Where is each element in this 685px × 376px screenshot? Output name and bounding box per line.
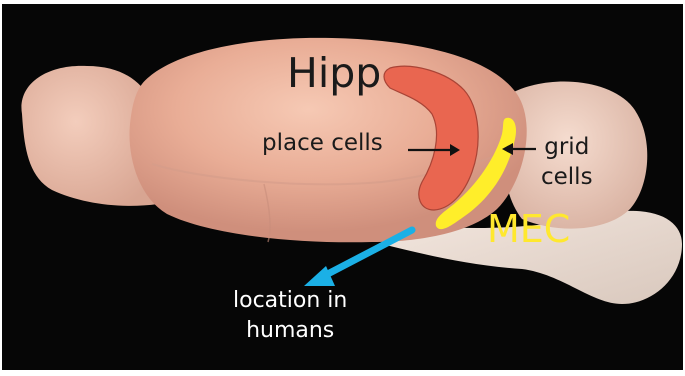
human-location-line1: location in: [233, 286, 347, 316]
human-location-label: location in humans: [233, 286, 347, 346]
mec-label: MEC: [487, 210, 570, 248]
place-cells-label: place cells: [262, 132, 383, 155]
grid-cells-line2: cells: [541, 162, 593, 192]
hippocampus-label: Hipp: [287, 53, 381, 94]
human-location-line2: humans: [233, 316, 347, 346]
grid-cells-label: grid cells: [541, 132, 593, 192]
grid-cells-line1: grid: [541, 132, 593, 162]
